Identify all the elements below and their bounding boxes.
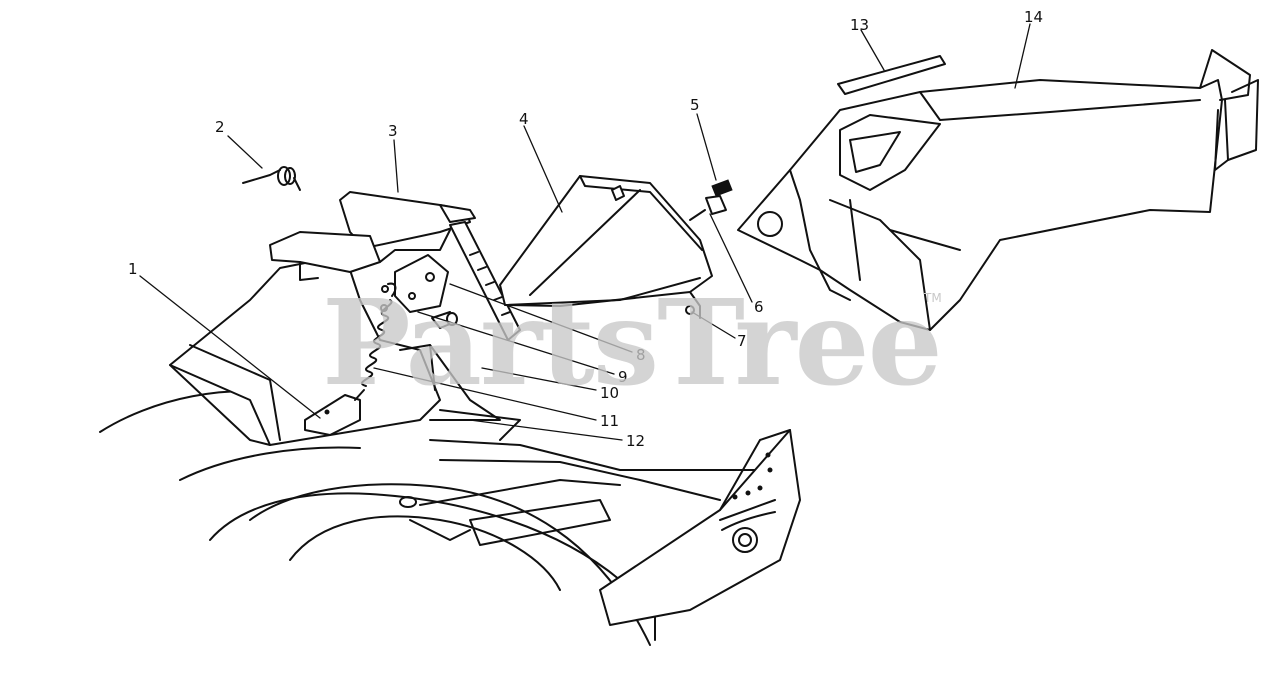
part-4-chute-flap [499, 175, 713, 319]
part-5-fastener [689, 179, 733, 221]
part-7-nut [685, 305, 695, 315]
callout-13: 13 [850, 16, 869, 34]
callout-3: 3 [388, 122, 398, 140]
watermark-text: PartsTree [322, 273, 941, 412]
watermark: PartsTree TM [322, 273, 943, 412]
callout-1: 1 [128, 260, 138, 278]
callout-4: 4 [519, 110, 529, 128]
leader-lines [139, 23, 1031, 441]
callout-12: 12 [626, 432, 645, 450]
part-1-discharge-housing [169, 261, 521, 446]
callout-6: 6 [754, 298, 764, 316]
callout-8: 8 [636, 346, 646, 364]
callout-11: 11 [600, 412, 619, 430]
watermark-trademark: TM [923, 291, 942, 305]
part-3-hinge-door [269, 191, 521, 341]
callout-5: 5 [690, 96, 700, 114]
callout-14: 14 [1024, 8, 1043, 26]
callout-9: 9 [618, 368, 628, 386]
part-13-pad [837, 55, 946, 95]
part-2-torsion-spring [242, 166, 301, 191]
mower-deck [99, 390, 801, 646]
callout-2: 2 [215, 118, 225, 136]
callout-10: 10 [600, 384, 619, 402]
callout-labels: 1 2 3 4 5 6 7 8 9 10 11 12 13 14 [128, 8, 1043, 450]
part-11-extension-spring [354, 282, 397, 401]
part-14-bag-frame [737, 49, 1259, 331]
callout-7: 7 [737, 332, 747, 350]
